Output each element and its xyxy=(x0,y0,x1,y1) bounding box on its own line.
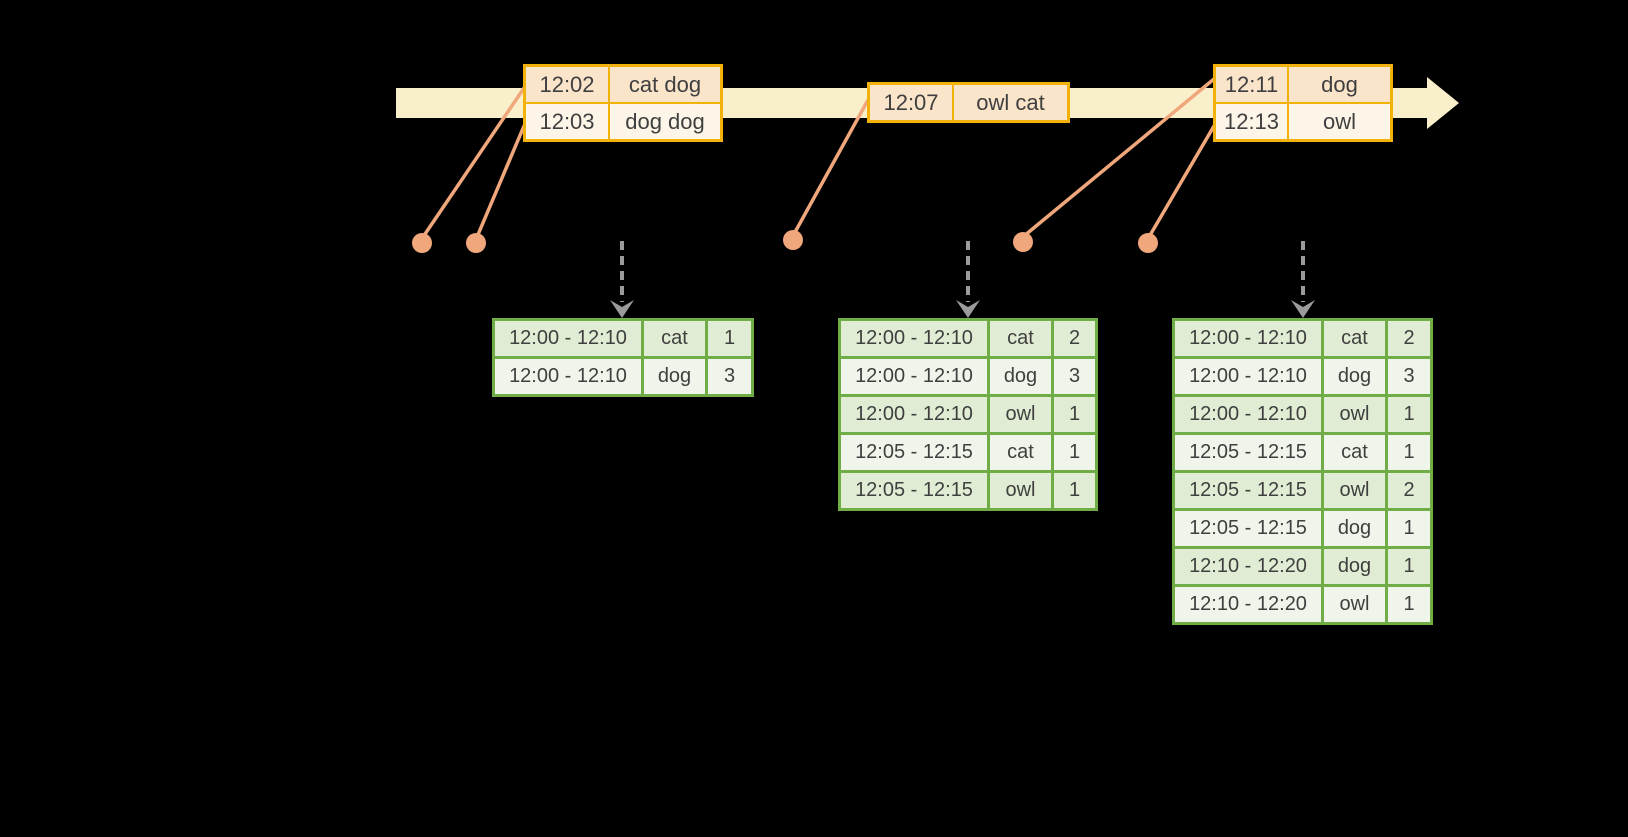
result-window-cell: 12:00 - 12:10 xyxy=(495,321,641,356)
result-window-cell: 12:00 - 12:10 xyxy=(841,321,987,356)
event-dot-icon xyxy=(1013,232,1033,252)
result-word-cell: cat xyxy=(1324,321,1385,356)
result-table-2: 12:00 - 12:10 cat 2 12:00 - 12:10 dog 3 … xyxy=(838,318,1098,511)
result-window-cell: 12:10 - 12:20 xyxy=(1175,587,1321,622)
event-words-cell: dog dog xyxy=(610,104,720,139)
event-words-cell: owl xyxy=(1289,104,1390,139)
result-window-cell: 12:05 - 12:15 xyxy=(1175,511,1321,546)
event-time-cell: 12:02 xyxy=(526,67,608,102)
result-word-cell: cat xyxy=(644,321,705,356)
result-word-cell: owl xyxy=(1324,397,1385,432)
result-count-cell: 1 xyxy=(1054,397,1095,432)
result-window-cell: 12:00 - 12:10 xyxy=(495,359,641,394)
trigger-arrowhead-icon xyxy=(610,300,634,318)
result-word-cell: owl xyxy=(990,473,1051,508)
result-count-cell: 2 xyxy=(1388,473,1430,508)
event-table-2: 12:07 owl cat xyxy=(867,82,1070,123)
result-window-cell: 12:00 - 12:10 xyxy=(1175,359,1321,394)
result-count-cell: 2 xyxy=(1388,321,1430,356)
result-word-cell: owl xyxy=(1324,473,1385,508)
result-window-cell: 12:10 - 12:20 xyxy=(1175,549,1321,584)
event-table-1: 12:02 cat dog 12:03 dog dog xyxy=(523,64,723,142)
trigger-arrowhead-icon xyxy=(1291,300,1315,318)
event-dots xyxy=(412,230,1158,253)
event-words-cell: owl cat xyxy=(954,85,1067,120)
result-count-cell: 1 xyxy=(1054,435,1095,470)
result-count-cell: 1 xyxy=(1388,587,1430,622)
timeline-arrowhead-icon xyxy=(1427,77,1459,129)
event-time-cell: 12:13 xyxy=(1216,104,1287,139)
result-count-cell: 2 xyxy=(1054,321,1095,356)
result-word-cell: cat xyxy=(990,435,1051,470)
result-window-cell: 12:00 - 12:10 xyxy=(1175,397,1321,432)
result-word-cell: dog xyxy=(990,359,1051,394)
event-dot-icon xyxy=(1138,233,1158,253)
event-time-cell: 12:03 xyxy=(526,104,608,139)
result-word-cell: cat xyxy=(990,321,1051,356)
result-count-cell: 3 xyxy=(708,359,751,394)
event-dot-icon xyxy=(412,233,432,253)
result-window-cell: 12:05 - 12:15 xyxy=(841,435,987,470)
event-table-3: 12:11 dog 12:13 owl xyxy=(1213,64,1393,142)
result-count-cell: 1 xyxy=(1388,511,1430,546)
trigger-arrowheads xyxy=(610,300,1315,318)
result-window-cell: 12:00 - 12:10 xyxy=(1175,321,1321,356)
result-window-cell: 12:00 - 12:10 xyxy=(841,359,987,394)
result-count-cell: 1 xyxy=(1388,397,1430,432)
result-count-cell: 1 xyxy=(1054,473,1095,508)
event-time-cell: 12:07 xyxy=(870,85,952,120)
result-word-cell: cat xyxy=(1324,435,1385,470)
event-connector-line xyxy=(421,86,526,239)
event-dot-icon xyxy=(783,230,803,250)
result-word-cell: dog xyxy=(1324,511,1385,546)
result-count-cell: 1 xyxy=(1388,435,1430,470)
event-connector-line xyxy=(1147,124,1216,239)
result-count-cell: 3 xyxy=(1388,359,1430,394)
event-words-cell: dog xyxy=(1289,67,1390,102)
trigger-arrowhead-icon xyxy=(956,300,980,318)
result-window-cell: 12:05 - 12:15 xyxy=(1175,473,1321,508)
event-connector-line xyxy=(792,98,870,236)
result-count-cell: 1 xyxy=(708,321,751,356)
result-table-3: 12:00 - 12:10 cat 2 12:00 - 12:10 dog 3 … xyxy=(1172,318,1433,625)
result-word-cell: dog xyxy=(1324,359,1385,394)
result-word-cell: owl xyxy=(990,397,1051,432)
event-time-cell: 12:11 xyxy=(1216,67,1287,102)
result-window-cell: 12:05 - 12:15 xyxy=(841,473,987,508)
event-dot-icon xyxy=(466,233,486,253)
event-words-cell: cat dog xyxy=(610,67,720,102)
result-word-cell: dog xyxy=(644,359,705,394)
result-table-1: 12:00 - 12:10 cat 1 12:00 - 12:10 dog 3 xyxy=(492,318,754,397)
result-word-cell: owl xyxy=(1324,587,1385,622)
result-word-cell: dog xyxy=(1324,549,1385,584)
result-count-cell: 1 xyxy=(1388,549,1430,584)
result-window-cell: 12:00 - 12:10 xyxy=(841,397,987,432)
event-connector-line xyxy=(475,124,526,239)
trigger-arrow-lines xyxy=(620,241,1305,302)
result-count-cell: 3 xyxy=(1054,359,1095,394)
result-window-cell: 12:05 - 12:15 xyxy=(1175,435,1321,470)
